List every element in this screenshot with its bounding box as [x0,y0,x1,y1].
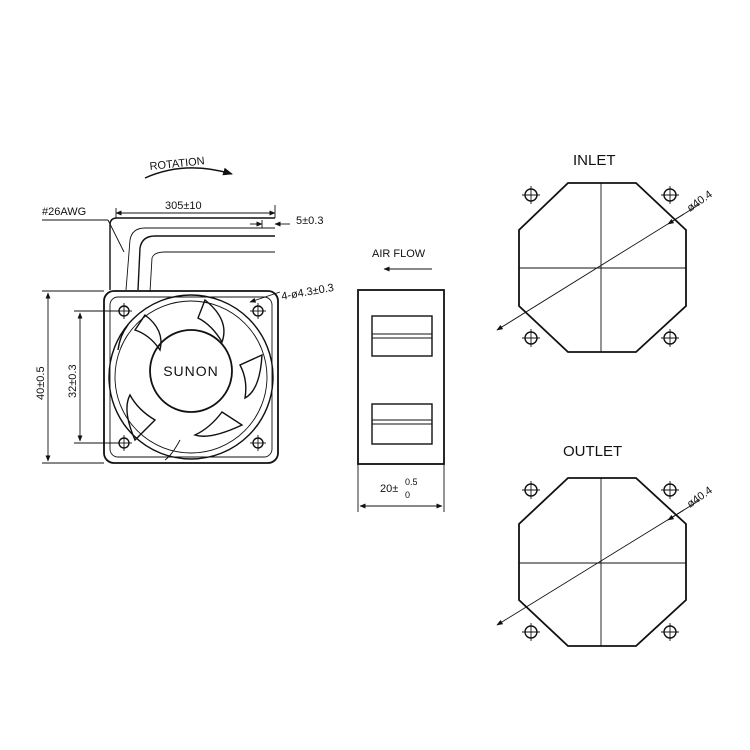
mount-holes-dim: 4-ø4.3±0.3 [280,282,334,303]
thickness-dim-upper: 0.5 [405,477,418,487]
rotation-arrow [144,167,233,179]
hole-pitch-dim: 32±0.3 [67,364,79,398]
side-view: AIR FLOW 20± 0.5 0 [357,248,445,512]
inlet-view: INLET ø40.4 [496,152,715,353]
lead-wires [109,217,275,293]
thickness-dim-base: 20± [380,483,398,495]
inlet-diameter-dim: ø40.4 [685,188,715,214]
thickness-dim-lower: 0 [405,490,410,500]
outlet-view: OUTLET ø40.4 [496,443,715,647]
fan-hub [149,329,233,413]
lead-length-dim: 305±10 [165,200,202,212]
brand-label: SUNON [163,363,219,379]
inlet-title: INLET [573,152,616,169]
strip-length-dim: 5±0.3 [296,215,323,227]
outlet-mount-holes [522,481,679,641]
outlet-outline [518,477,687,647]
inlet-mount-holes [522,186,679,347]
outlet-title: OUTLET [563,443,622,460]
outlet-diameter-leader [496,499,701,626]
inlet-outline [518,182,687,353]
wire-gauge-label: #26AWG [42,206,86,218]
outlet-diameter-dim: ø40.4 [685,484,715,510]
frame-size-dim: 40±0.5 [35,366,47,400]
fan-blades [117,298,263,461]
rotation-label: ROTATION [149,155,205,173]
front-view: ROTATION #26AWG 305±10 5±0.3 4-ø4.3±0.3 [35,155,335,464]
inlet-diameter-leader [496,203,701,331]
fan-frame [103,290,279,464]
air-flow-label: AIR FLOW [372,248,426,260]
front-mount-holes [116,303,266,451]
